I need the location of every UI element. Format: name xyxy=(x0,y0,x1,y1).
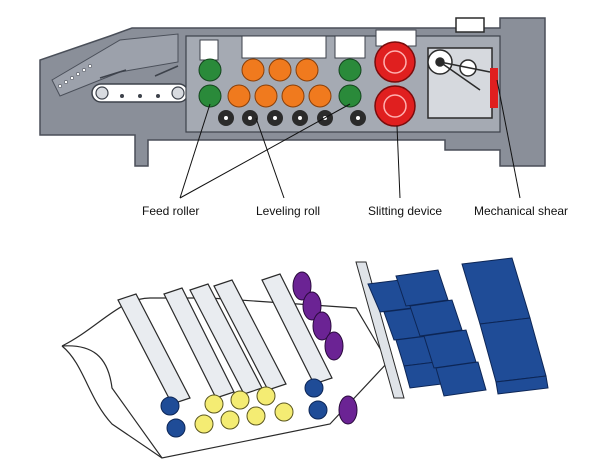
callout-lines xyxy=(179,79,521,199)
mechanical-shear-label: Mechanical shear xyxy=(474,204,569,218)
slitting-device-top xyxy=(374,41,416,127)
feed-roller-label: Feed roller xyxy=(142,204,200,218)
feed-rollers-top xyxy=(198,58,362,108)
stacked-sheets xyxy=(461,257,549,395)
shear-plate xyxy=(355,261,405,399)
machine-side-view-diagram xyxy=(39,17,546,199)
entry-conveyor xyxy=(91,65,189,103)
leveling-and-cutting-schematic xyxy=(61,257,549,459)
drive-gears xyxy=(218,110,366,126)
roll-adjuster-posts xyxy=(199,29,417,61)
shear-mechanism xyxy=(427,17,498,119)
leveling-roll-label: Leveling roll xyxy=(256,204,321,218)
lower-roll-ends xyxy=(160,378,328,438)
machine-hood xyxy=(51,33,179,97)
slitting-device-label: Slitting device xyxy=(368,204,443,218)
leveling-rolls-top xyxy=(227,58,332,108)
sheet-curl xyxy=(61,345,163,459)
housing-rivets xyxy=(58,64,92,88)
slitting-cutters xyxy=(292,271,358,425)
cut-sheets xyxy=(367,269,487,397)
upper-leveling-rolls xyxy=(117,273,333,405)
